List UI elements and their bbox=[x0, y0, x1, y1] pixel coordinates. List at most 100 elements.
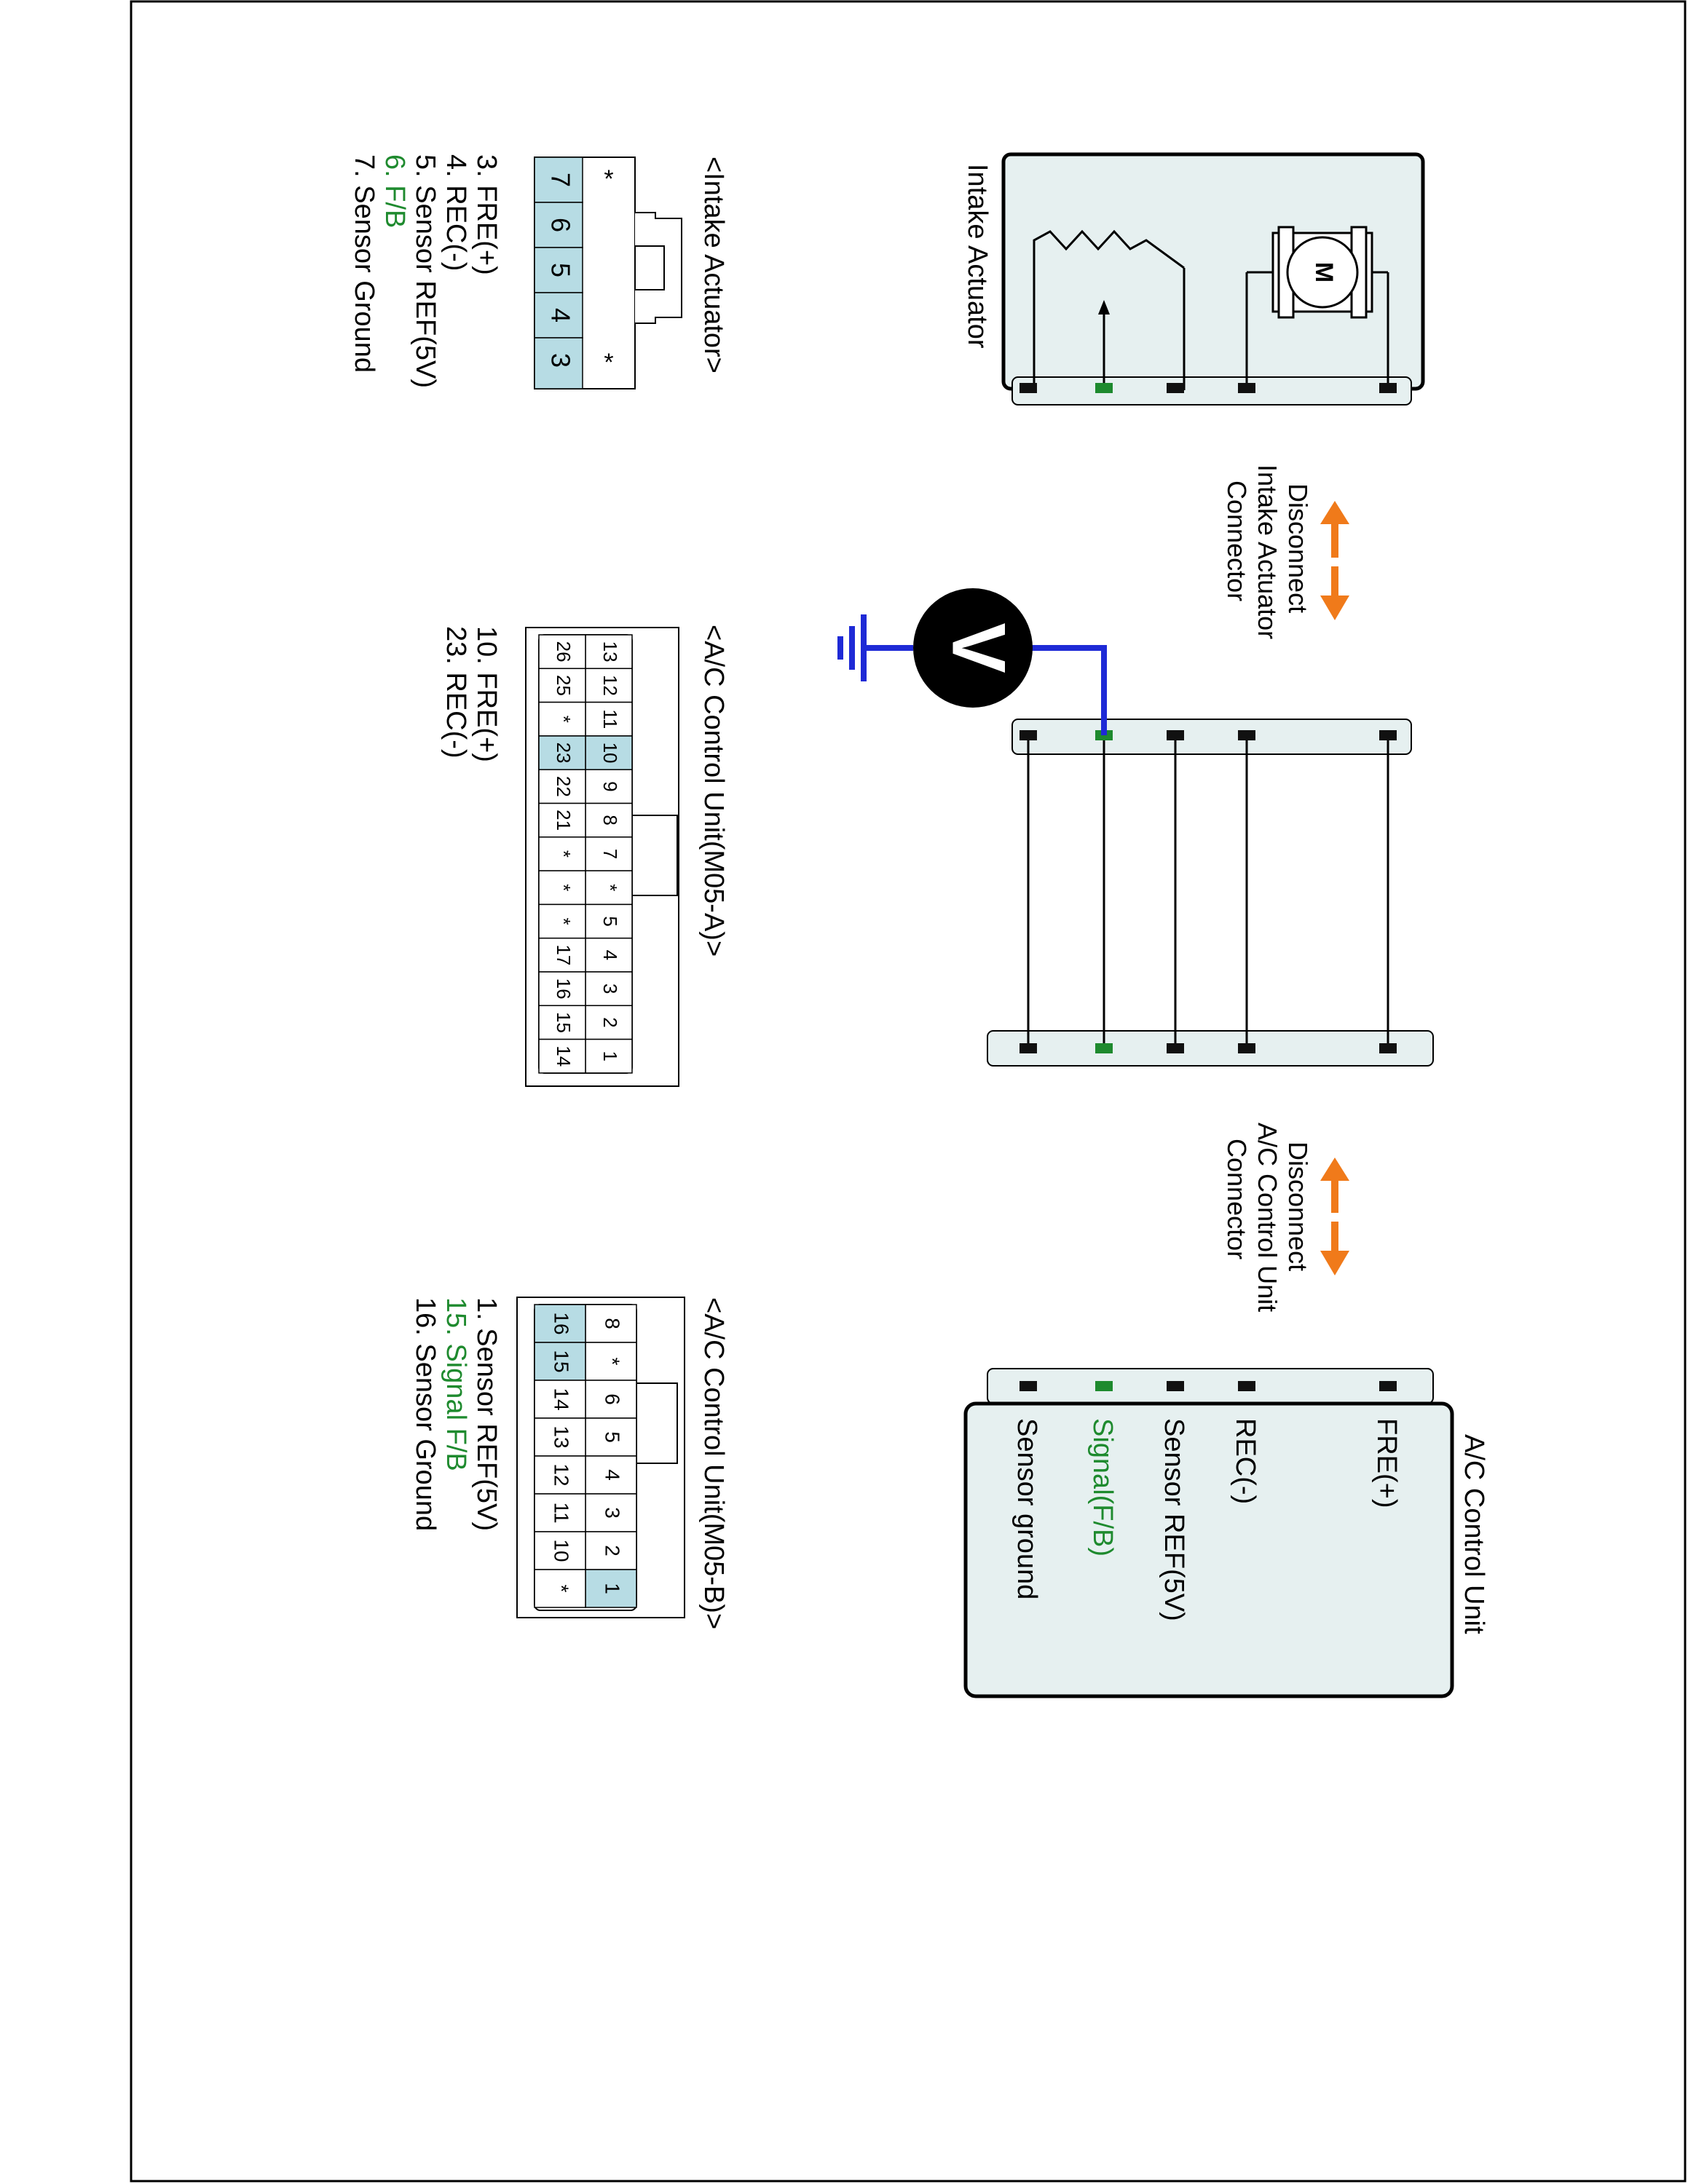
connector-title: <A/C Control Unit(M05-A)> bbox=[698, 625, 729, 957]
disconnect-intake-line3: Connector bbox=[1222, 480, 1252, 601]
connector-pin-number: * bbox=[602, 1358, 624, 1366]
connector-cell bbox=[534, 157, 583, 203]
connector-pin-number: 13 bbox=[599, 641, 621, 662]
double-arrow-icon bbox=[1320, 501, 1349, 620]
harness-connector-right bbox=[987, 1030, 1434, 1067]
intake-terminal-3 bbox=[1167, 383, 1184, 393]
ac-unit-pin-label: Sensor ground bbox=[1011, 1418, 1042, 1599]
connector-pin-number: 2 bbox=[599, 1017, 621, 1027]
ac-unit-pin-labels: FRE(+) REC(-) Sensor REF(5V) Signal(F/B) Sen… bbox=[1011, 1418, 1402, 1621]
harness-connector-left bbox=[1011, 719, 1412, 755]
ac-unit-pin-label: REC(-) bbox=[1230, 1418, 1261, 1504]
connector-pin-number: 15 bbox=[551, 1350, 573, 1372]
ac-unit-terminals bbox=[1019, 1381, 1397, 1391]
legend-item: 6. F/B bbox=[379, 154, 410, 228]
harness-right-terminal-3 bbox=[1167, 1043, 1184, 1053]
ac-unit-terminal-4 bbox=[1238, 1381, 1255, 1391]
legend-item: 16. Sensor Ground bbox=[410, 1297, 441, 1531]
legend-item: 5. Sensor REF(5V) bbox=[410, 154, 441, 388]
connector-cell bbox=[534, 292, 583, 339]
connector-cell bbox=[538, 769, 586, 804]
connector-pin-number: 22 bbox=[553, 776, 575, 797]
connector-cell bbox=[534, 1493, 586, 1532]
m05a-connector-face: 13121110987*543212625*232221***17161514<… bbox=[525, 625, 729, 1087]
connector-legends: 3. FRE(+)4. REC(-)5. Sensor REF(5V)6. F/… bbox=[349, 154, 502, 1531]
connector-cell bbox=[538, 903, 586, 939]
harness-terminals bbox=[1019, 730, 1397, 1053]
connector-pin-number: 4 bbox=[545, 308, 575, 323]
connector-cell bbox=[585, 1342, 637, 1381]
intake-actuator-title: Intake Actuator bbox=[962, 164, 993, 349]
connector-cell bbox=[534, 1304, 586, 1343]
connector-cell bbox=[585, 1493, 637, 1532]
connector-pin-number: 3 bbox=[599, 984, 621, 994]
connector-pin-number: 2 bbox=[602, 1545, 624, 1556]
ac-unit-terminal-2 bbox=[1095, 1381, 1113, 1391]
connector-cell bbox=[534, 247, 583, 293]
connector-pin-number: 1 bbox=[599, 1051, 621, 1061]
connector-cell bbox=[534, 337, 583, 389]
intake-actuator-box: M Intake Actuator bbox=[962, 152, 1425, 405]
connector-cell bbox=[538, 971, 586, 1007]
connector-cell bbox=[534, 1342, 586, 1381]
connector-cell bbox=[534, 1417, 586, 1457]
harness-left-terminal-4 bbox=[1238, 730, 1255, 740]
intake-terminals bbox=[1019, 383, 1397, 393]
connector-pin-number: 12 bbox=[599, 675, 621, 696]
connector-pin-number: 14 bbox=[551, 1388, 573, 1410]
harness-right-terminal-1 bbox=[1019, 1043, 1037, 1053]
disconnect-intake-label: Disconnect Intake Actuator Connector bbox=[1222, 464, 1313, 639]
connector-cell bbox=[538, 668, 586, 703]
page-frame bbox=[130, 0, 1687, 2183]
connector-cell bbox=[585, 836, 633, 871]
disconnect-intake-line1: Disconnect bbox=[1283, 483, 1313, 613]
connector-cell bbox=[585, 769, 633, 804]
connector-pin-number: 9 bbox=[599, 781, 621, 791]
connector-pin-number: 3 bbox=[545, 353, 575, 368]
connector-cell bbox=[534, 1569, 586, 1608]
connector-pin-number: 23 bbox=[553, 743, 575, 764]
connector-pin-number: 13 bbox=[551, 1425, 573, 1448]
wiper-arrowhead bbox=[1098, 300, 1110, 314]
connector-pin-number: 8 bbox=[602, 1318, 624, 1329]
ac-unit-pin-label: Signal(F/B) bbox=[1087, 1418, 1118, 1556]
harness-left-terminal-3 bbox=[1167, 730, 1184, 740]
legend-item: 7. Sensor Ground bbox=[349, 154, 379, 373]
connector-pin-number: 5 bbox=[602, 1431, 624, 1443]
connector-cell bbox=[538, 802, 586, 838]
connector-pin-number: 5 bbox=[545, 263, 575, 277]
motor-icon: M bbox=[1271, 226, 1373, 319]
connector-pin-number: * bbox=[553, 884, 575, 891]
connector-pin-number: 21 bbox=[553, 810, 575, 831]
connector-pin-number: 11 bbox=[551, 1502, 573, 1523]
connector-pin-number: * bbox=[604, 165, 613, 193]
connector-pin-number: 16 bbox=[553, 978, 575, 1000]
connector-pin-number: * bbox=[553, 850, 575, 858]
ac-unit-pin-label: Sensor REF(5V) bbox=[1159, 1418, 1189, 1621]
connector-pin-number: 10 bbox=[551, 1539, 573, 1562]
disconnect-intake-line2: Intake Actuator bbox=[1253, 464, 1282, 639]
disconnect-ac-line3: Connector bbox=[1222, 1139, 1252, 1259]
connector-pin-number: * bbox=[604, 349, 613, 376]
ac-unit-terminal-3 bbox=[1167, 1381, 1184, 1391]
connector-pin-number: 5 bbox=[599, 916, 621, 926]
intake-terminal-1 bbox=[1019, 383, 1037, 393]
connector-cell bbox=[538, 735, 586, 770]
intake-terminal-2 bbox=[1095, 383, 1113, 393]
connector-pin-number: * bbox=[599, 884, 621, 891]
connector-cell bbox=[538, 1038, 586, 1074]
disconnect-ac-label: Disconnect A/C Control Unit Connector bbox=[1222, 1123, 1313, 1312]
voltmeter-label: V bbox=[936, 622, 1021, 673]
ac-unit-pin-label: FRE(+) bbox=[1371, 1418, 1402, 1508]
connector-pin-number: 8 bbox=[599, 815, 621, 825]
connector-pin-number: 12 bbox=[551, 1463, 573, 1486]
legend-item: 3. FRE(+) bbox=[471, 154, 502, 275]
intake-terminal-5 bbox=[1379, 383, 1397, 393]
legend-item: 1. Sensor REF(5V) bbox=[471, 1297, 502, 1531]
ac-unit-terminal-5 bbox=[1379, 1381, 1397, 1391]
connector-pin-number: 10 bbox=[599, 743, 621, 764]
harness-left-terminal-5 bbox=[1379, 730, 1397, 740]
